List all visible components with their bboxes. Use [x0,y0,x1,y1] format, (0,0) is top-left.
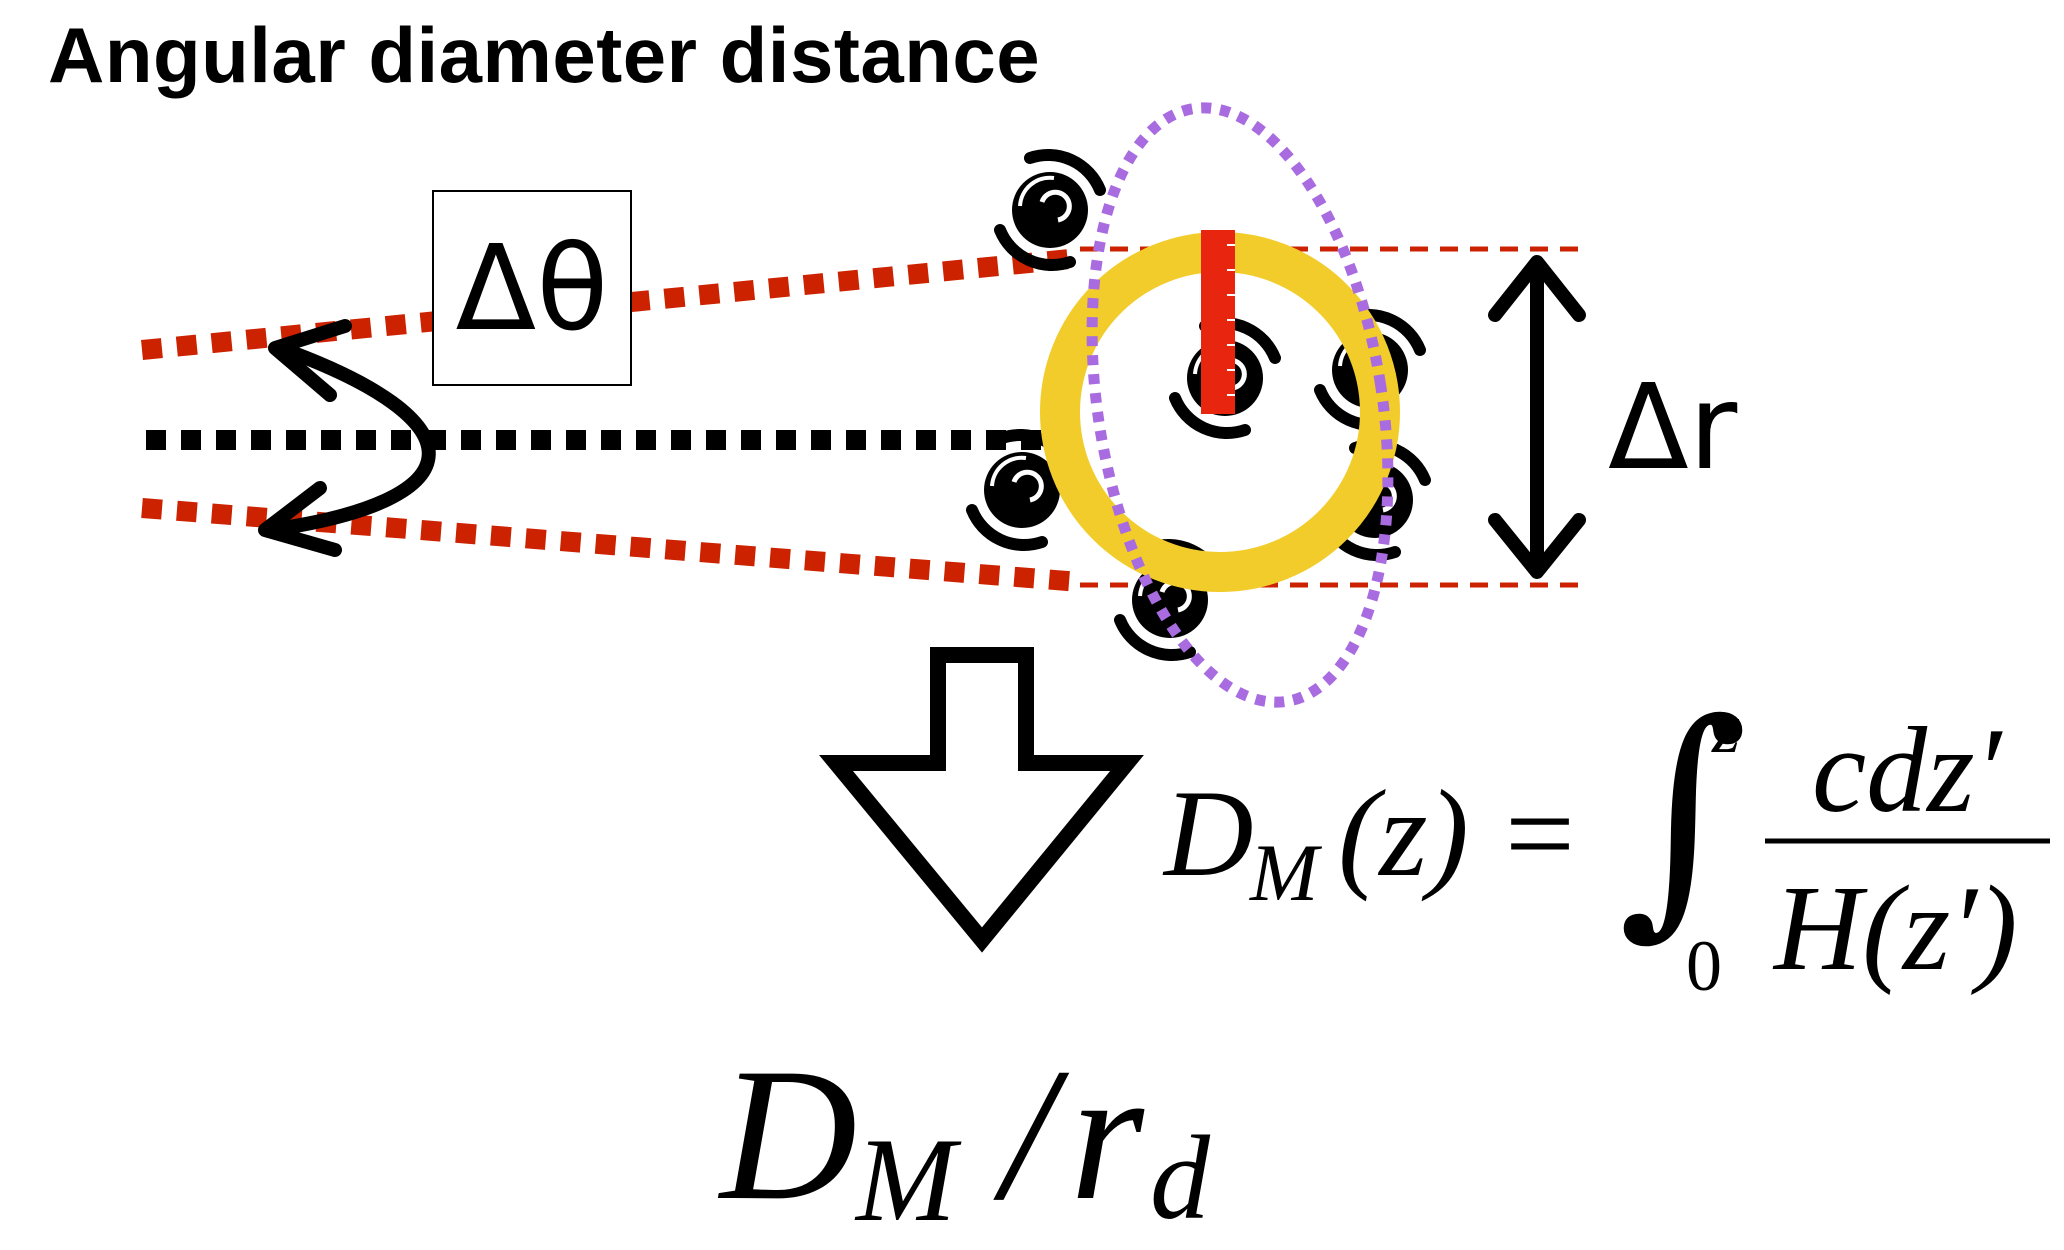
equation-lhs-symbol: D [1164,765,1254,902]
integral-upper-limit: z [1712,688,1741,768]
ruler-icon [1201,230,1235,414]
angle-arrow [258,319,436,557]
down-arrow-icon [819,647,1144,953]
distorted-shell-outline [1086,102,1394,708]
result-subscript2: d [1150,1111,1210,1244]
integral-lower-limit: 0 [1686,926,1722,1006]
equation-lhs-subscript: M [1250,827,1319,918]
delta-r-label: Δr [1608,358,1738,496]
delta-theta-label: Δθ [432,190,632,386]
fraction-denominator: H(z′) [1774,861,2018,996]
delta-r-arrow [1488,255,1586,579]
result-symbol: D [720,1030,858,1240]
fraction-numerator: cdz′ [1812,703,2002,838]
result-symbol2: r [1070,1030,1144,1240]
integral-sign: ∫ [1618,669,1749,960]
page-title: Angular diameter distance [48,11,1041,99]
result-subscript: M [856,1113,956,1246]
result-slash: / [1002,1030,1055,1240]
equation-equals: = [1505,765,1575,902]
equation-lhs-arg: (z) [1338,765,1469,902]
delta-theta-text: Δθ [455,219,609,357]
